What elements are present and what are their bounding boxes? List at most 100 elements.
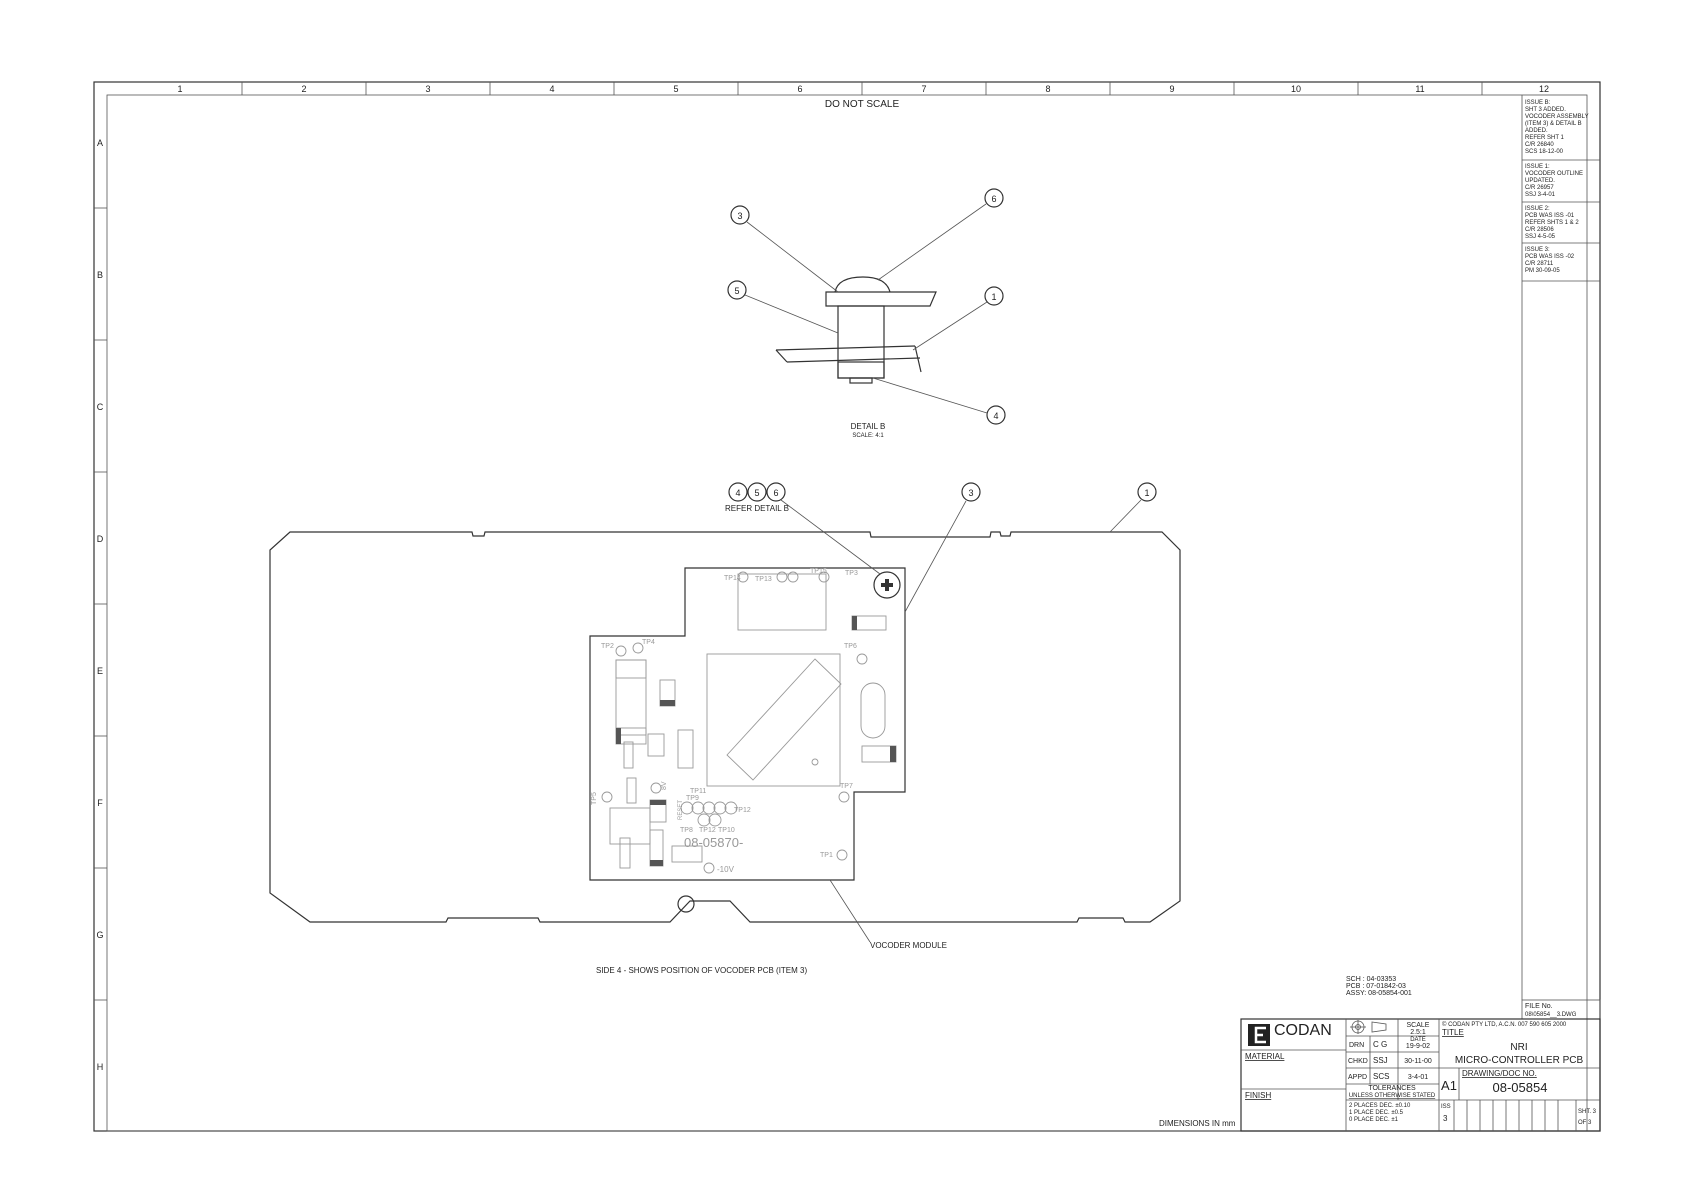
- drn-by: C G: [1373, 1040, 1387, 1049]
- revision-issue-2: ISSUE 2: PCB WAS ISS -01 REFER SHTS 1 & …: [1525, 206, 1579, 240]
- zone-col-11: 11: [1415, 84, 1424, 94]
- zone-col-1: 1: [177, 84, 182, 94]
- silk-tp3: TP3: [845, 570, 858, 577]
- copyright: © CODAN PTY LTD, A.C.N. 007 590 605 2000: [1442, 1021, 1567, 1028]
- sheet-size: A1: [1441, 1078, 1457, 1093]
- silk-tp11: TP11: [690, 788, 706, 795]
- svg-text:ISSUE B:: ISSUE B:: [1525, 100, 1551, 106]
- scale-label: SCALE: [1407, 1022, 1430, 1029]
- zone-col-8: 8: [1045, 84, 1050, 94]
- zone-row-c: C: [97, 402, 104, 412]
- svg-text:ASSY: 08-05854-001: ASSY: 08-05854-001: [1346, 990, 1412, 997]
- zone-col-12: 12: [1539, 84, 1549, 94]
- projection-symbol-icon: [1350, 1020, 1387, 1034]
- main-view-callouts: 4 5 6 REFER DETAIL B 3 1 VOCODER MODULE …: [596, 482, 1157, 975]
- drn-label: DRN: [1349, 1042, 1364, 1049]
- revision-issue-3: ISSUE 3: PCB WAS ISS -02 C/R 28711 PM 30…: [1525, 247, 1575, 274]
- svg-text:ADDED.: ADDED.: [1525, 128, 1548, 134]
- sheet-border: [93, 81, 1601, 1132]
- detail-b-balloon-1: 1: [912, 286, 1004, 351]
- svg-text:C/R 26957: C/R 26957: [1525, 185, 1554, 191]
- tol-row-0: 0 PLACE DEC. ±1: [1349, 1117, 1399, 1123]
- detail-b-view: 3 6 5 1 4 DETAIL B SCALE: 4:1: [727, 188, 1006, 439]
- svg-text:ISSUE 1:: ISSUE 1:: [1525, 164, 1550, 170]
- silk-tp6: TP6: [844, 643, 857, 650]
- sheet-number: SHT. 3: [1578, 1109, 1597, 1115]
- zone-columns: 1 2 3 4 5 6 7 8 9 10 11 12: [177, 82, 1549, 95]
- zone-row-d: D: [97, 534, 104, 544]
- file-no: 08\05854__3.DWG: [1525, 1012, 1577, 1018]
- silk-tp13: TP13: [755, 576, 772, 583]
- detail-b-balloon-5: 5: [727, 280, 839, 334]
- appd-by: SCS: [1373, 1072, 1389, 1081]
- title-block: FILE No. 08\05854__3.DWG CODAN MATERIAL …: [1240, 999, 1601, 1132]
- silk-tp14: TP14: [724, 575, 741, 582]
- appd-label: APPD: [1348, 1074, 1367, 1081]
- silk-reset: RESET: [678, 800, 684, 820]
- svg-text:REFER SHTS 1 & 2: REFER SHTS 1 & 2: [1525, 220, 1579, 226]
- scale-value: 2.5:1: [1410, 1029, 1426, 1036]
- tolerances-label: TOLERANCES: [1368, 1085, 1416, 1092]
- svg-text:SHT 3 ADDED.: SHT 3 ADDED.: [1525, 107, 1566, 113]
- drn-date: 19-9-02: [1406, 1043, 1430, 1050]
- detail-b-balloon-6: 6: [877, 188, 1004, 281]
- zone-col-3: 3: [425, 84, 430, 94]
- svg-text:VOCODER OUTLINE: VOCODER OUTLINE: [1525, 171, 1583, 177]
- svg-text:SCH : 04-03353: SCH : 04-03353: [1346, 976, 1396, 983]
- svg-text:5: 5: [754, 488, 759, 498]
- svg-text:3: 3: [737, 211, 742, 221]
- chkd-label: CHKD: [1348, 1058, 1368, 1065]
- main-balloon-5: 5: [747, 482, 767, 502]
- svg-text:SSJ 4-5-05: SSJ 4-5-05: [1525, 234, 1556, 240]
- svg-text:ISSUE 2:: ISSUE 2:: [1525, 206, 1550, 212]
- svg-text:C/R 28506: C/R 28506: [1525, 227, 1554, 233]
- svg-text:SCS 18-12-00: SCS 18-12-00: [1525, 149, 1564, 155]
- tol-row-2: 2 PLACES DEC. ±0.10: [1349, 1103, 1411, 1109]
- svg-text:C/R 26840: C/R 26840: [1525, 142, 1554, 148]
- main-balloon-4: 4: [728, 482, 748, 502]
- zone-col-2: 2: [301, 84, 306, 94]
- zone-col-10: 10: [1291, 84, 1301, 94]
- vocoder-pcb: TP14 TP13 TP15 TP3 TP2 TP4 TP6 TP7 TP1 T…: [589, 567, 906, 881]
- do-not-scale-note: DO NOT SCALE: [825, 99, 900, 110]
- svg-text:6: 6: [773, 488, 778, 498]
- tolerances-sub: UNLESS OTHERWISE STATED: [1349, 1093, 1436, 1099]
- svg-text:1: 1: [991, 292, 996, 302]
- zone-col-7: 7: [921, 84, 926, 94]
- detail-b-title: DETAIL B: [851, 422, 886, 431]
- silk-tp2: TP2: [601, 643, 614, 650]
- svg-text:1: 1: [1144, 488, 1149, 498]
- detail-b-balloon-4: 4: [872, 377, 1006, 425]
- appd-date: 3-4-01: [1408, 1074, 1428, 1081]
- main-balloon-3: 3: [904, 482, 981, 613]
- silk-8v: 8V: [661, 781, 668, 790]
- silk-tp10: TP10: [718, 827, 735, 834]
- reference-numbers: SCH : 04-03353 PCB : 07-01842-03 ASSY: 0…: [1346, 976, 1412, 997]
- silk-tp5: TP5: [591, 792, 598, 805]
- revision-issue-b: ISSUE B: SHT 3 ADDED. VOCODER ASSEMBLY (…: [1525, 100, 1589, 155]
- zone-row-g: G: [96, 930, 103, 940]
- svg-text:4: 4: [993, 411, 998, 421]
- doc-no: 08-05854: [1493, 1080, 1548, 1095]
- zone-col-6: 6: [797, 84, 802, 94]
- svg-text:(ITEM 3) & DETAIL B: (ITEM 3) & DETAIL B: [1525, 121, 1582, 127]
- revision-issue-1: ISSUE 1: VOCODER OUTLINE UPDATED. C/R 26…: [1525, 164, 1583, 198]
- silk-tp12: TP12: [734, 807, 751, 814]
- svg-text:5: 5: [734, 286, 739, 296]
- svg-text:4: 4: [735, 488, 740, 498]
- dimensions-note: DIMENSIONS IN mm: [1159, 1119, 1236, 1128]
- svg-text:6: 6: [991, 194, 996, 204]
- svg-text:PM 30-09-05: PM 30-09-05: [1525, 268, 1560, 274]
- zone-col-4: 4: [549, 84, 554, 94]
- zone-row-a: A: [97, 138, 103, 148]
- svg-text:REFER SHT 1: REFER SHT 1: [1525, 135, 1565, 141]
- iss-value: 3: [1443, 1114, 1448, 1123]
- chkd-date: 30-11-00: [1404, 1058, 1432, 1065]
- silk-tp8: TP8: [680, 827, 693, 834]
- main-balloon-1: 1: [1109, 482, 1157, 533]
- svg-text:SSJ 3-4-01: SSJ 3-4-01: [1525, 192, 1556, 198]
- title-line-2: MICRO-CONTROLLER PCB: [1455, 1055, 1584, 1066]
- detail-b-scale: SCALE: 4:1: [852, 433, 884, 439]
- date-label: DATE: [1410, 1037, 1426, 1043]
